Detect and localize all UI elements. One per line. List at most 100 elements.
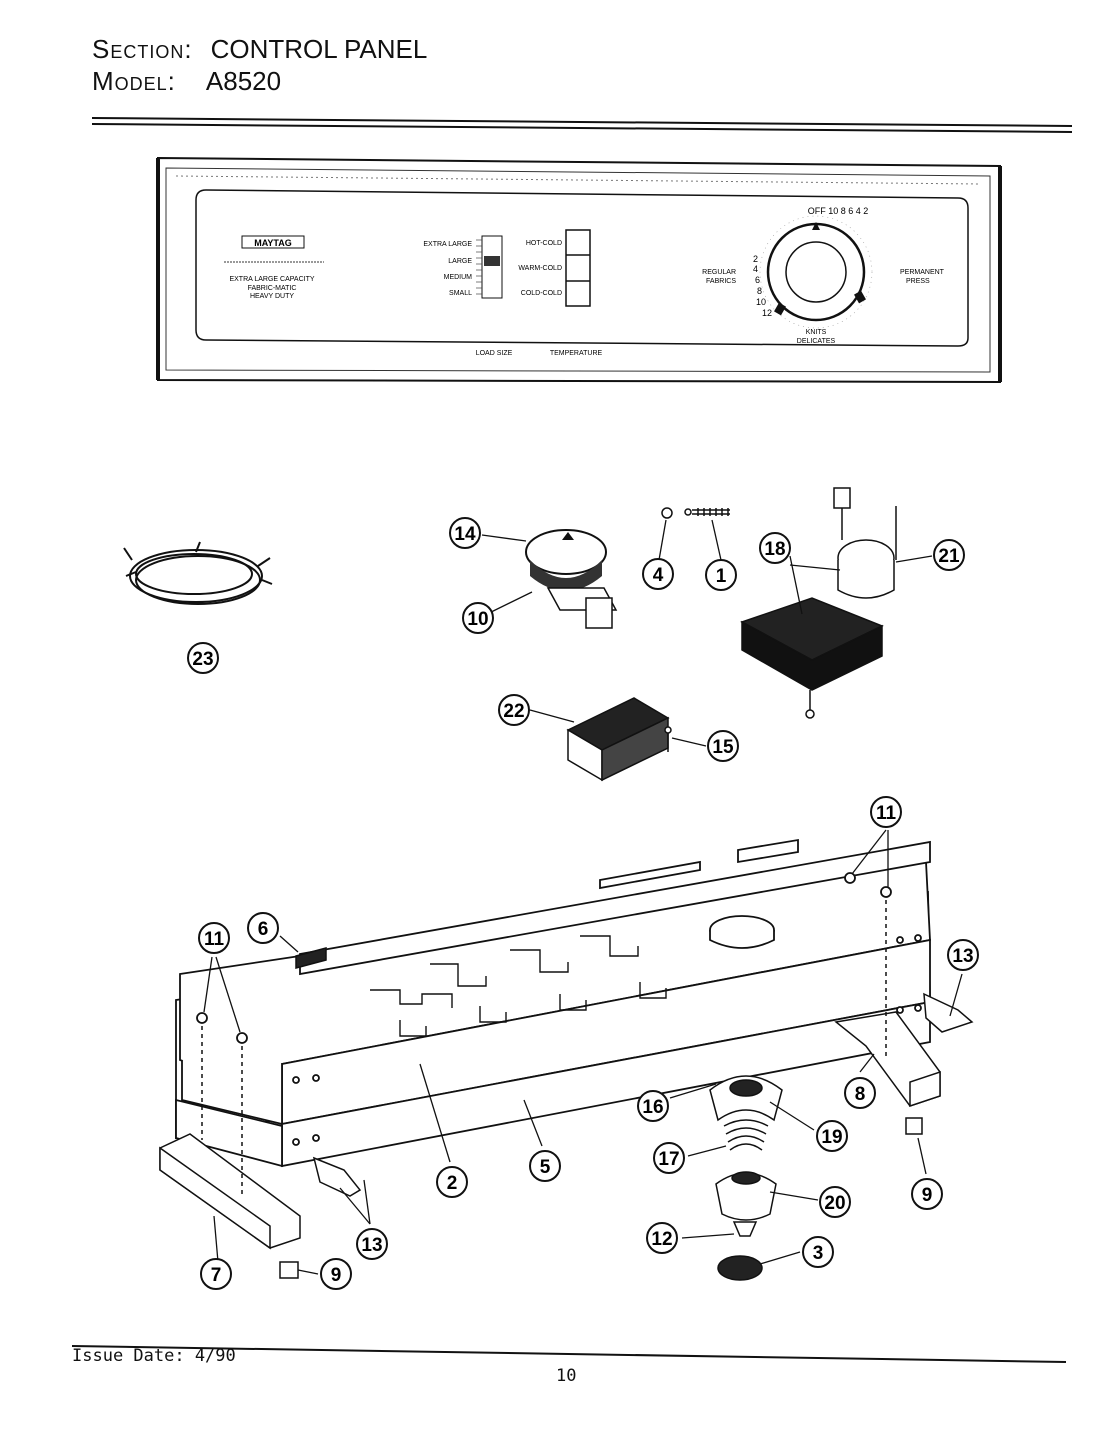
svg-text:8: 8 xyxy=(855,1084,866,1105)
brand-name: MAYTAG xyxy=(254,238,292,248)
dial-left-2: 2 xyxy=(753,254,758,264)
dial-top-numbers: OFF 10 8 6 4 2 xyxy=(808,206,869,216)
svg-text:3: 3 xyxy=(813,1243,824,1264)
svg-text:6: 6 xyxy=(258,919,269,940)
load-size-selector: EXTRA LARGE LARGE MEDIUM SMALL LOAD SIZE xyxy=(423,235,513,357)
part-water-valve xyxy=(740,487,897,719)
callout-2: 2 xyxy=(436,1166,468,1198)
callout-1: 1 xyxy=(705,559,737,591)
svg-text:16: 16 xyxy=(642,1097,663,1118)
callout-23: 23 xyxy=(187,642,219,674)
callout-5: 5 xyxy=(529,1150,561,1182)
svg-text:18: 18 xyxy=(764,539,785,560)
svg-text:11: 11 xyxy=(204,929,225,950)
part-4-shape xyxy=(661,507,673,519)
callout-8: 8 xyxy=(844,1077,876,1109)
load-option-extra-large: EXTRA LARGE xyxy=(423,241,472,248)
header-rule-bottom xyxy=(91,123,1073,133)
load-option-large: LARGE xyxy=(448,258,472,265)
model-value: A8520 xyxy=(205,66,282,96)
temp-option-cold-cold: COLD-COLD xyxy=(521,290,562,297)
svg-text:12: 12 xyxy=(651,1229,672,1250)
callout-16: 16 xyxy=(637,1090,669,1122)
section-label: Section: xyxy=(92,34,193,64)
load-option-medium: MEDIUM xyxy=(444,274,473,281)
control-panel-illustration: MAYTAG EXTRA LARGE CAPACITY FABRIC-MATIC… xyxy=(156,156,1002,384)
temperature-selector: HOT-COLD WARM-COLD COLD-COLD TEMPERATURE xyxy=(518,229,603,357)
svg-text:19: 19 xyxy=(821,1127,842,1148)
temp-option-hot-cold: HOT-COLD xyxy=(526,240,562,247)
callout-11-left: 11 xyxy=(198,922,230,954)
callouts: 1 2 3 4 5 6 7 8 9 9 10 11 11 12 13 13 14… xyxy=(187,517,979,1290)
dial-left-12: 12 xyxy=(762,308,772,318)
page-number: 10 xyxy=(556,1366,577,1386)
dial-label-delicates: DELICATES xyxy=(797,338,836,345)
dial-label-permanent: PERMANENT xyxy=(900,269,945,276)
svg-text:4: 4 xyxy=(653,565,664,586)
brand-logo xyxy=(241,235,305,249)
svg-text:9: 9 xyxy=(331,1265,342,1286)
callout-13-left: 13 xyxy=(356,1228,388,1260)
load-size-title: LOAD SIZE xyxy=(476,350,513,357)
dial-label-press: PRESS xyxy=(906,278,930,285)
header-rule-top xyxy=(91,117,1073,127)
callout-19: 19 xyxy=(816,1120,848,1152)
svg-text:11: 11 xyxy=(876,803,897,824)
part-switch-block xyxy=(566,697,672,782)
callout-17: 17 xyxy=(653,1142,685,1174)
part-6-shape xyxy=(295,947,327,969)
svg-text:21: 21 xyxy=(938,546,960,567)
svg-text:7: 7 xyxy=(211,1265,222,1286)
dial-left-4: 4 xyxy=(753,264,758,274)
callout-9-right: 9 xyxy=(911,1178,943,1210)
callout-22: 22 xyxy=(498,694,530,726)
svg-text:20: 20 xyxy=(824,1193,845,1214)
section-heading: Section: CONTROL PANEL xyxy=(92,34,427,65)
part-knob-assembly xyxy=(709,1075,783,1281)
part-control-frame xyxy=(175,838,931,1168)
svg-text:13: 13 xyxy=(952,946,973,967)
issue-date: Issue Date: 4/90 xyxy=(72,1346,236,1366)
callout-11-right: 11 xyxy=(870,796,902,828)
leader-lines xyxy=(203,519,963,1275)
part-right-bracket xyxy=(834,900,974,1135)
footer-rule xyxy=(71,1345,1067,1363)
feature-line-3: HEAVY DUTY xyxy=(250,293,294,300)
callout-9-left: 9 xyxy=(320,1258,352,1290)
svg-text:22: 22 xyxy=(503,701,524,722)
timer-dial: OFF 10 8 6 4 2 2 4 6 8 10 12 REGULAR FAB… xyxy=(702,206,945,345)
svg-text:23: 23 xyxy=(192,649,213,670)
callout-18: 18 xyxy=(759,532,791,564)
model-heading: Model: A8520 xyxy=(92,66,281,97)
callout-21: 21 xyxy=(933,539,965,571)
svg-text:5: 5 xyxy=(540,1157,551,1178)
dial-label-knits: KNITS xyxy=(806,329,827,336)
feature-line-1: EXTRA LARGE CAPACITY xyxy=(229,276,314,283)
dial-label-regular: REGULAR xyxy=(702,269,736,276)
section-value: CONTROL PANEL xyxy=(210,34,428,64)
callout-12: 12 xyxy=(646,1222,678,1254)
svg-text:10: 10 xyxy=(467,609,488,630)
feature-line-2: FABRIC-MATIC xyxy=(248,285,297,292)
svg-text:1: 1 xyxy=(716,566,727,587)
callout-14: 14 xyxy=(449,517,481,549)
callout-7: 7 xyxy=(200,1258,232,1290)
part-wire-harness xyxy=(123,541,273,605)
svg-text:17: 17 xyxy=(658,1149,679,1170)
part-timer xyxy=(525,529,618,629)
callout-13-right: 13 xyxy=(947,939,979,971)
callout-15: 15 xyxy=(707,730,739,762)
dial-left-10: 10 xyxy=(756,297,766,307)
svg-text:13: 13 xyxy=(361,1235,382,1256)
svg-text:9: 9 xyxy=(922,1185,933,1206)
callout-10: 10 xyxy=(462,602,494,634)
temperature-title: TEMPERATURE xyxy=(550,350,603,357)
callout-20: 20 xyxy=(819,1186,851,1218)
svg-text:15: 15 xyxy=(712,737,734,758)
part-1-shape xyxy=(684,508,730,516)
dial-left-6: 6 xyxy=(755,275,760,285)
model-label: Model: xyxy=(92,66,176,96)
callout-3: 3 xyxy=(802,1236,834,1268)
